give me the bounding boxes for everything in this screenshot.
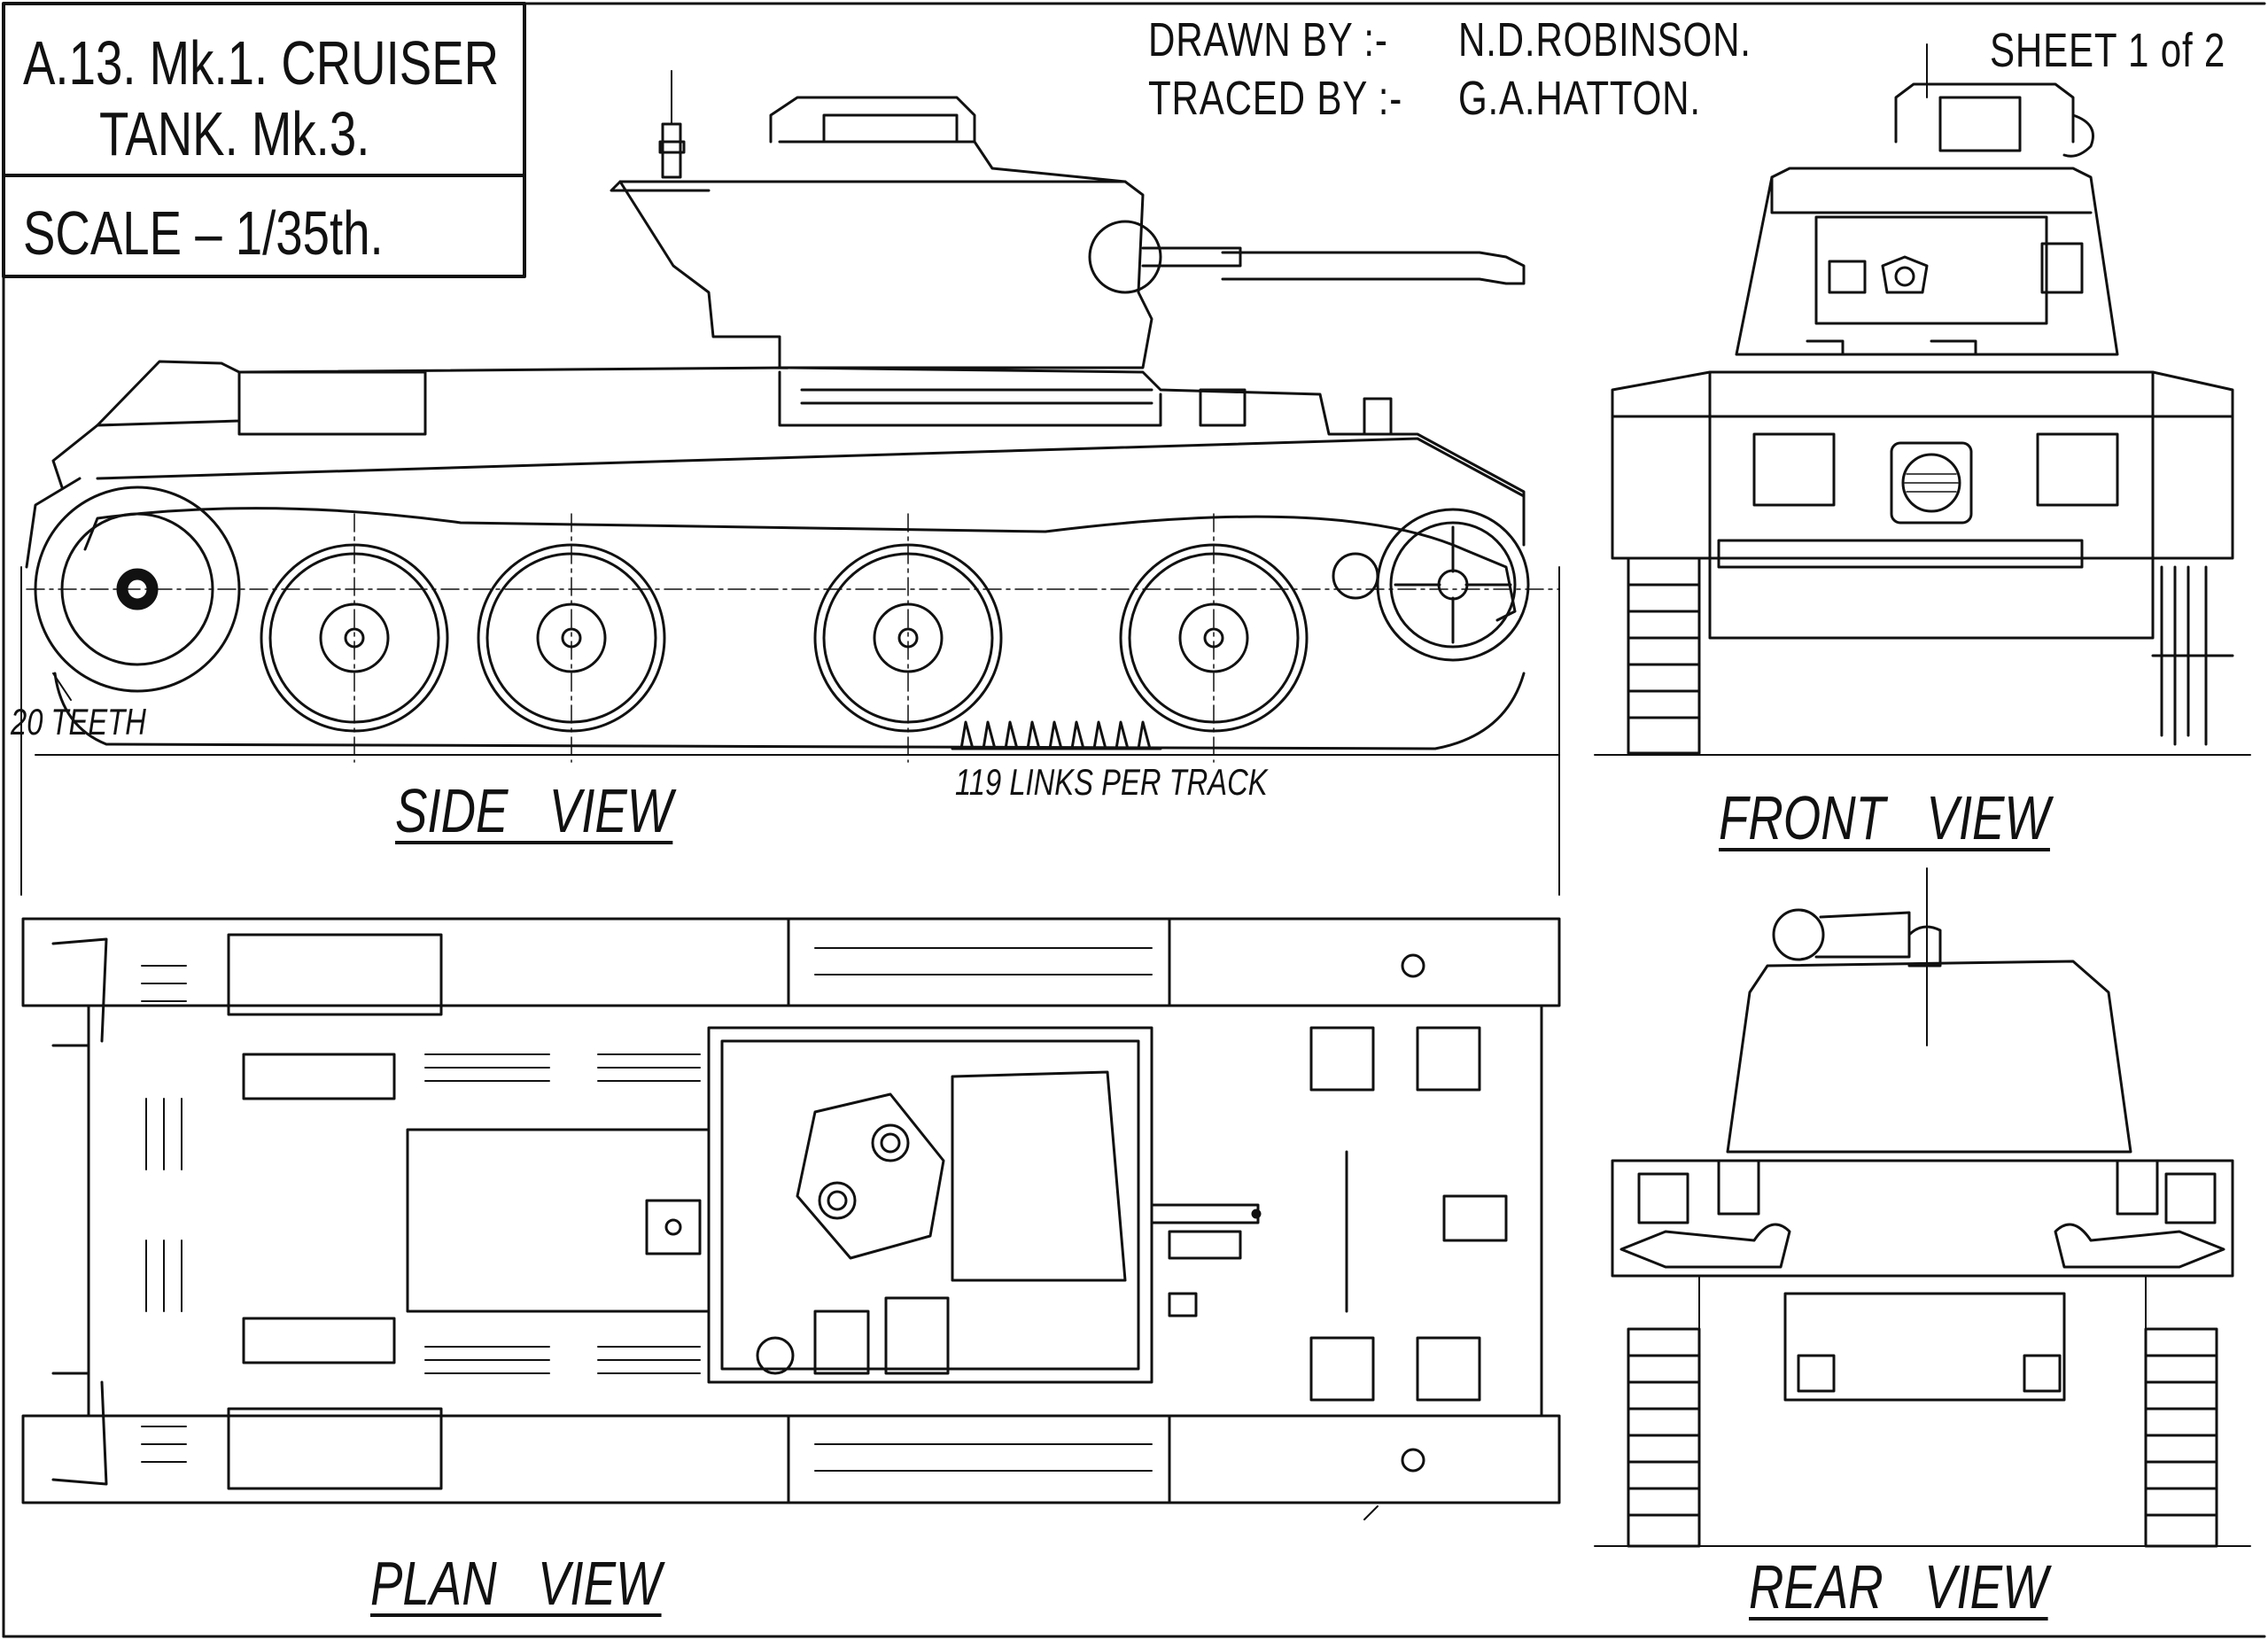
title-block-frame [2,2,526,278]
rear-view-label: REAR VIEW [1749,1552,2048,1621]
front-right-track [2151,565,2234,746]
rear-view-drawing [1594,867,2251,1548]
sheet-number: SHEET 1 of 2 [1990,24,2226,77]
rear-left-track [1627,1327,1701,1548]
side-view-label: SIDE VIEW [395,776,673,845]
title-line-1: A.13. Mk.1. CRUISER [23,28,500,97]
plan-view-drawing [21,917,1561,1520]
front-view-label: FRONT VIEW [1719,783,2050,852]
title-line-2: TANK. Mk.3. [99,99,370,168]
drawn-by-name: N.D.ROBINSON. [1458,13,1751,66]
scale-label: SCALE – 1/35th. [23,198,384,268]
sprocket-teeth-note: 20 TEETH [11,701,146,742]
rear-right-track [2144,1327,2218,1548]
side-view-drawing [20,70,1560,896]
front-left-track [1627,556,1701,755]
traced-by-name: G.A.HATTON. [1458,72,1701,125]
front-view-drawing [1594,43,2251,756]
idler-wheel [1376,508,1530,662]
drawn-by-label: DRAWN BY :- [1148,13,1388,66]
traced-by-label: TRACED BY :- [1148,72,1403,125]
plan-view-label: PLAN VIEW [370,1549,662,1618]
track-links-note: 119 LINKS PER TRACK [955,761,1268,803]
